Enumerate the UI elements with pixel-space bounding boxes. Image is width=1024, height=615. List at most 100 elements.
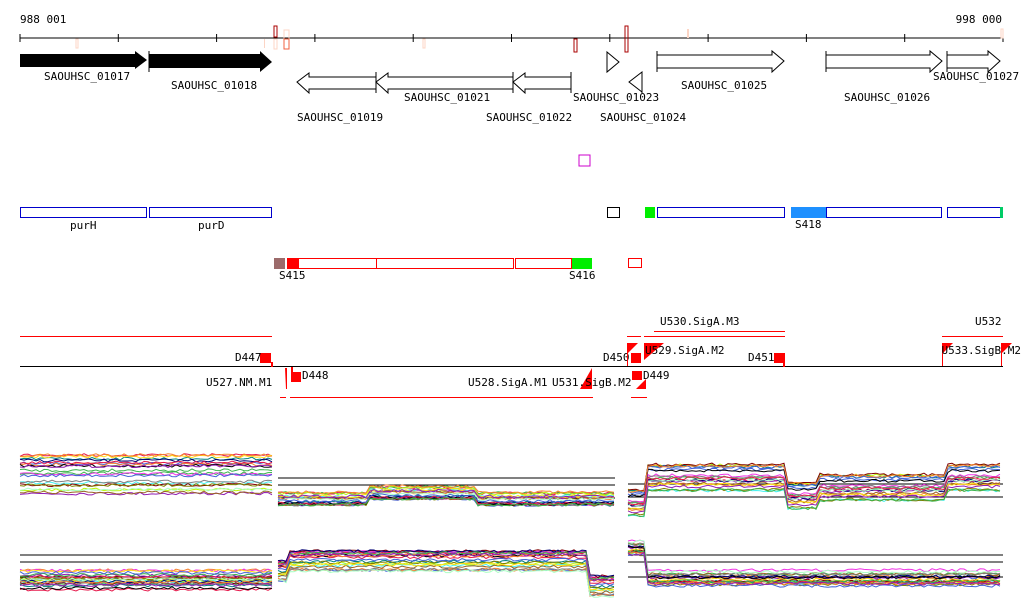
- snp-mark[interactable]: [624, 25, 629, 53]
- expression-series-line: [627, 488, 1001, 518]
- expression-series-line: [277, 496, 615, 507]
- magenta-feature[interactable]: [578, 154, 591, 167]
- expression-series-line: [278, 569, 615, 598]
- feature-U527[interactable]: U527.NM.M1: [206, 376, 272, 389]
- segment-box[interactable]: [274, 258, 285, 269]
- snp-mark[interactable]: [422, 38, 426, 49]
- feature-U530[interactable]: U530.SigA.M3: [660, 315, 739, 328]
- gene-label: SAOUHSC_01024: [600, 111, 686, 124]
- operon-box[interactable]: [1000, 207, 1003, 218]
- gene-SAOUHSC_01023[interactable]: SAOUHSC_01023: [573, 50, 659, 104]
- expression-series-line: [277, 493, 615, 504]
- gene-SAOUHSC_01018[interactable]: SAOUHSC_01018: [148, 51, 272, 92]
- snp-mark[interactable]: [273, 25, 278, 38]
- expression-series-line: [19, 454, 273, 459]
- expression-series-line: [627, 545, 1001, 580]
- expression-series-line: [19, 482, 273, 488]
- gene-SAOUHSC_01021[interactable]: SAOUHSC_01021: [375, 72, 514, 104]
- expression-series-line: [627, 539, 1001, 574]
- feature-D451[interactable]: D451: [748, 351, 775, 364]
- snp-mark[interactable]: [75, 38, 79, 49]
- gene-label: SAOUHSC_01018: [171, 79, 257, 92]
- snp-mark[interactable]: [573, 38, 578, 53]
- expression-series-line: [627, 481, 1001, 510]
- operon-purD[interactable]: [149, 207, 272, 218]
- expression-series-line: [627, 539, 1001, 573]
- operon-label: purD: [198, 219, 225, 232]
- segment-S415[interactable]: [287, 258, 298, 269]
- expression-series-line: [277, 488, 615, 499]
- expression-series-line: [277, 549, 615, 579]
- gene-SAOUHSC_01017[interactable]: SAOUHSC_01017: [20, 51, 147, 83]
- gene-SAOUHSC_01025[interactable]: SAOUHSC_01025: [656, 49, 785, 92]
- operon-label: purH: [70, 219, 97, 232]
- ruler-start-label: 988 001: [20, 13, 66, 26]
- feature-track: D447 D448 U527.NM.M1 U528.SigA.M1 U531.S…: [20, 315, 1021, 398]
- gene-SAOUHSC_01019[interactable]: SAOUHSC_01019: [296, 72, 383, 124]
- snp-mark[interactable]: [283, 38, 290, 50]
- expression-series-line: [277, 561, 615, 591]
- segment-S416[interactable]: [572, 258, 592, 269]
- gene-SAOUHSC_01022[interactable]: SAOUHSC_01022: [486, 72, 572, 124]
- operon-box[interactable]: [645, 207, 655, 218]
- operon-S418[interactable]: [791, 207, 826, 218]
- expression-series-line: [627, 542, 1001, 577]
- feature-D448[interactable]: D448: [302, 369, 329, 382]
- operon-box[interactable]: [947, 207, 1001, 218]
- feature-U533[interactable]: U533.SigB.M2: [942, 344, 1021, 357]
- feature-U531[interactable]: U531.SigB.M2: [552, 376, 631, 389]
- snp-mark[interactable]: [264, 39, 265, 48]
- expression-series-line: [19, 458, 273, 463]
- expression-series-line: [627, 468, 1001, 498]
- operon-label: S418: [795, 218, 822, 231]
- gene-SAOUHSC_01026[interactable]: SAOUHSC_01026: [825, 49, 943, 104]
- feature-U528[interactable]: U528.SigA.M1: [468, 376, 547, 389]
- expression-series-line: [627, 482, 1001, 511]
- gene-SAOUHSC_01024[interactable]: SAOUHSC_01024: [600, 70, 686, 124]
- expression-series-line: [19, 453, 273, 458]
- feature-U529[interactable]: U529.SigA.M2: [645, 344, 724, 357]
- expression-series-line: [627, 467, 1001, 497]
- operon-box[interactable]: [657, 207, 785, 218]
- gene-track: SAOUHSC_01017 SAOUHSC_01018 SAOUHSC_0101…: [20, 49, 1019, 124]
- segment-track: S415 S416: [274, 258, 642, 282]
- expression-series-line: [277, 484, 615, 495]
- expression-plots: [19, 453, 1003, 598]
- gene-label: SAOUHSC_01026: [844, 91, 930, 104]
- operon-box[interactable]: [826, 207, 942, 218]
- segment-box[interactable]: [376, 258, 514, 269]
- coordinate-ruler: 988 001 998 000: [19, 13, 1004, 53]
- expression-series-line: [627, 553, 1001, 588]
- expression-series-line: [19, 570, 273, 575]
- segment-label: S415: [279, 269, 306, 282]
- expression-series-line: [19, 482, 273, 487]
- gene-label: SAOUHSC_01023: [573, 91, 659, 104]
- expression-series-line: [19, 464, 273, 469]
- segment-box[interactable]: [515, 258, 572, 269]
- gene-label: SAOUHSC_01025: [681, 79, 767, 92]
- gene-SAOUHSC_01027[interactable]: SAOUHSC_01027: [933, 49, 1019, 83]
- expression-series-line: [277, 564, 615, 594]
- snp-mark[interactable]: [273, 38, 278, 50]
- operon-purH[interactable]: [20, 207, 147, 218]
- expression-series-line: [277, 553, 615, 582]
- snp-mark[interactable]: [687, 29, 689, 38]
- feature-D450[interactable]: D450: [603, 351, 630, 364]
- segment-box[interactable]: [298, 258, 377, 269]
- snp-mark[interactable]: [1000, 28, 1004, 39]
- segment-box[interactable]: [628, 258, 642, 268]
- expression-series-line: [19, 473, 273, 478]
- segment-label: S416: [569, 269, 596, 282]
- expression-series-line: [277, 562, 615, 592]
- gene-label: SAOUHSC_01019: [297, 111, 383, 124]
- feature-D449[interactable]: D449: [643, 369, 670, 382]
- expression-series-line: [19, 479, 273, 484]
- feature-U532[interactable]: U532: [975, 315, 1002, 328]
- expression-series-line: [19, 582, 273, 587]
- expression-series-line: [19, 586, 273, 591]
- expression-series-line: [19, 460, 273, 465]
- feature-D447[interactable]: D447: [235, 351, 262, 364]
- operon-box[interactable]: [607, 207, 620, 218]
- expression-series-line: [19, 577, 273, 582]
